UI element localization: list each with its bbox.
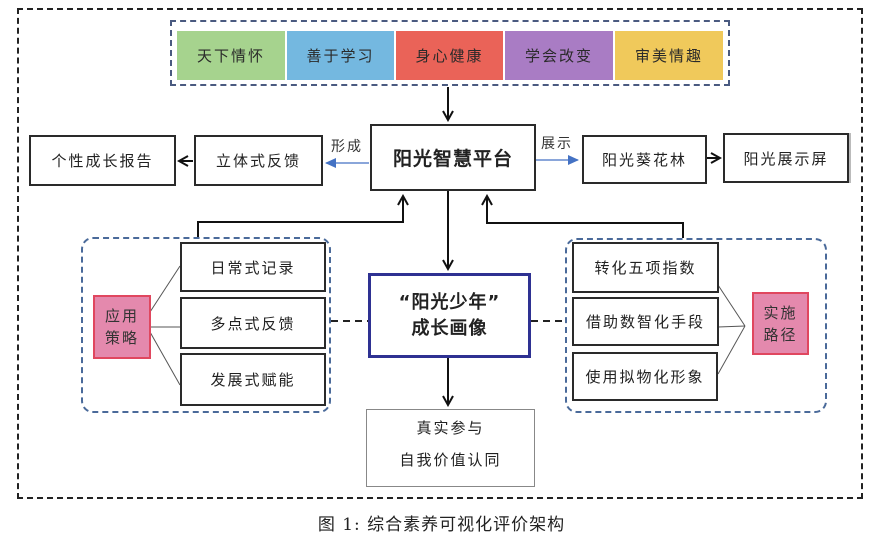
path-item: 借助数智化手段: [572, 297, 719, 346]
sunflower-forest-box: 阳光葵花林: [582, 135, 707, 184]
dimension-box: 身心健康: [396, 31, 503, 80]
fan-line: [717, 325, 746, 328]
strategies-title-line2: 策略: [104, 329, 139, 347]
dimension-box: 善于学习: [287, 31, 394, 80]
strategy-item: 发展式赋能: [180, 353, 326, 406]
growth-portrait-line1: “阳光少年”: [398, 291, 501, 313]
outcome-line2: 自我价值认同: [399, 451, 502, 469]
strategy-item: 多点式反馈: [180, 297, 326, 349]
feedback-box: 立体式反馈: [194, 135, 323, 186]
strategies-title-line1: 应用: [104, 307, 139, 325]
diagram-frame: [17, 8, 863, 499]
edge-label-form: 形成: [331, 139, 363, 155]
dimension-box: 审美情趣: [615, 31, 723, 80]
fan-line: [717, 325, 746, 375]
fan-line: [149, 265, 181, 313]
path-item: 转化五项指数: [572, 242, 719, 293]
personal-growth-report-box: 个性成长报告: [29, 135, 176, 186]
paths-title-line2: 路径: [763, 325, 798, 344]
arrow-paths-to-platform: [487, 196, 684, 238]
edge-label-display: 展示: [541, 136, 573, 152]
growth-portrait-line2: 成长画像: [411, 317, 488, 339]
figure-caption: 图 1: 综合素养可视化评价架构: [317, 515, 566, 535]
paths-title-line1: 实施: [763, 303, 798, 322]
dimension-box: 天下情怀: [177, 31, 285, 80]
paths-group: [565, 238, 827, 413]
strategy-item: 日常式记录: [180, 242, 326, 292]
paths-title: 实施 路径: [752, 292, 809, 355]
path-item: 使用拟物化形象: [572, 352, 718, 401]
strategies-group: [81, 237, 331, 413]
fan-line: [149, 331, 181, 386]
dimension-box: 学会改变: [505, 31, 613, 80]
dimensions-group: [170, 20, 730, 86]
display-screen-box: 阳光展示屏: [723, 133, 849, 183]
outcome-line1: 真实参与: [416, 419, 485, 437]
outcome-box: 真实参与 自我价值认同: [366, 409, 535, 487]
fan-line: [717, 284, 746, 327]
smart-platform-box: 阳光智慧平台: [370, 124, 536, 191]
strategies-title: 应用 策略: [93, 295, 151, 359]
growth-portrait-box: “阳光少年” 成长画像: [368, 273, 531, 358]
arrow-strategies-to-platform: [197, 196, 403, 238]
